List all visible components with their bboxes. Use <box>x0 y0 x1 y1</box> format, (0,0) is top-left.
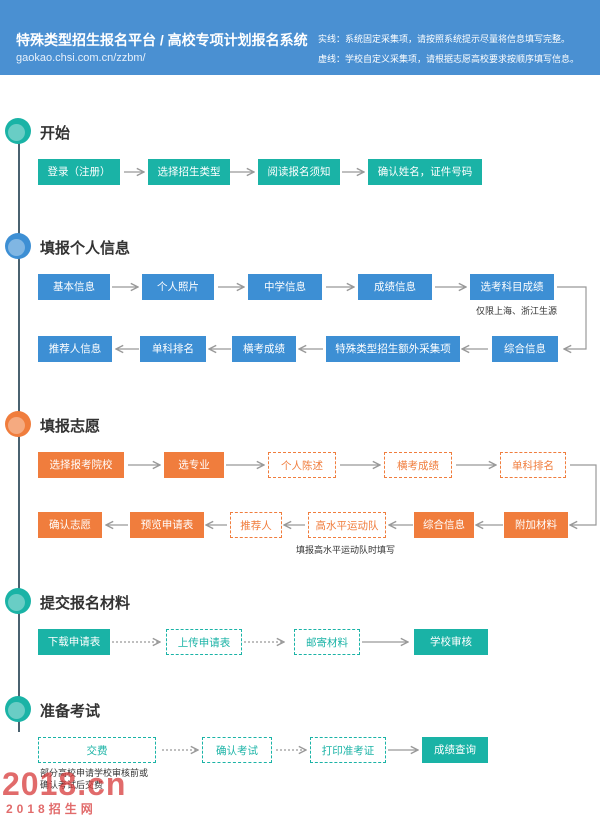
note-sports-team: 填报高水平运动队时填写 <box>296 545 396 555</box>
step-school-review: 学校审核 <box>414 629 488 655</box>
step-pay-fee: 交费 <box>38 737 156 763</box>
step-confirm-identity: 确认姓名，证件号码 <box>368 159 482 185</box>
section-start-icon <box>5 118 31 144</box>
header-banner: 特殊类型招生报名平台 / 高校专项计划报名系统 gaokao.chsi.com.… <box>0 0 600 75</box>
step-check-scores: 成绩查询 <box>422 737 488 763</box>
section-exam-title: 准备考试 <box>40 703 101 720</box>
step-print-ticket: 打印准考证 <box>310 737 386 763</box>
section-submit-icon <box>5 588 31 614</box>
step-recommender-info: 推荐人信息 <box>38 336 112 362</box>
step-basic-info: 基本信息 <box>38 274 110 300</box>
step-general-info-apply: 综合信息 <box>414 512 474 538</box>
watermark-site-name: 2018招生网 <box>6 802 97 816</box>
step-choose-major: 选专业 <box>164 452 224 478</box>
section-submit-title: 提交报名材料 <box>40 595 131 612</box>
step-school-info: 中学信息 <box>248 274 322 300</box>
step-mail-materials: 邮寄材料 <box>294 629 360 655</box>
step-download-form: 下载申请表 <box>38 629 110 655</box>
step-confirm-exam: 确认考试 <box>202 737 272 763</box>
note-fee-line1: 部分高校申请学校审核前或 <box>40 768 149 778</box>
note-shanghai-zhejiang: 仅限上海、浙江生源 <box>476 306 558 316</box>
page-title: 特殊类型招生报名平台 / 高校专项计划报名系统 <box>16 32 308 48</box>
step-upload-form: 上传申请表 <box>166 629 242 655</box>
note-fee-line2: 确认考试后交费 <box>40 780 104 790</box>
step-subject-rank-optional: 单科排名 <box>500 452 566 478</box>
section-start-title: 开始 <box>40 125 71 142</box>
step-extra-items: 特殊类型招生额外采集项 <box>326 336 460 362</box>
section-exam-icon <box>5 696 31 722</box>
step-photo: 个人照片 <box>142 274 214 300</box>
section-application-title: 填报志愿 <box>40 418 101 435</box>
legend-solid: 实线：系统固定采集项，请按照系统提示尽量将信息填写完整。 <box>318 34 571 44</box>
step-confirm-choice: 确认志愿 <box>38 512 102 538</box>
step-exam-scores-optional: 横考成绩 <box>384 452 452 478</box>
step-personal-statement: 个人陈述 <box>268 452 336 478</box>
step-recommender-optional: 推荐人 <box>230 512 282 538</box>
step-exam-scores: 横考成绩 <box>232 336 296 362</box>
step-preview-form: 预览申请表 <box>130 512 204 538</box>
step-login: 登录（注册） <box>38 159 120 185</box>
site-url: gaokao.chsi.com.cn/zzbm/ <box>16 52 146 64</box>
step-choose-type: 选择招生类型 <box>148 159 230 185</box>
step-grades: 成绩信息 <box>358 274 432 300</box>
step-attachments: 附加材料 <box>504 512 568 538</box>
step-subject-rank: 单科排名 <box>140 336 206 362</box>
legend-dashed: 虚线：学校自定义采集项，请根据志愿高校要求按顺序填写信息。 <box>318 54 580 64</box>
step-elective-grades: 选考科目成绩 <box>470 274 554 300</box>
section-application-icon <box>5 411 31 437</box>
watermark-logo: 2018.cn <box>2 766 127 802</box>
step-read-notice: 阅读报名须知 <box>258 159 340 185</box>
section-personal-title: 填报个人信息 <box>40 240 131 257</box>
step-general-info: 综合信息 <box>492 336 558 362</box>
step-sports-team: 高水平运动队 <box>308 512 386 538</box>
section-personal-icon <box>5 233 31 259</box>
step-choose-university: 选择报考院校 <box>38 452 124 478</box>
